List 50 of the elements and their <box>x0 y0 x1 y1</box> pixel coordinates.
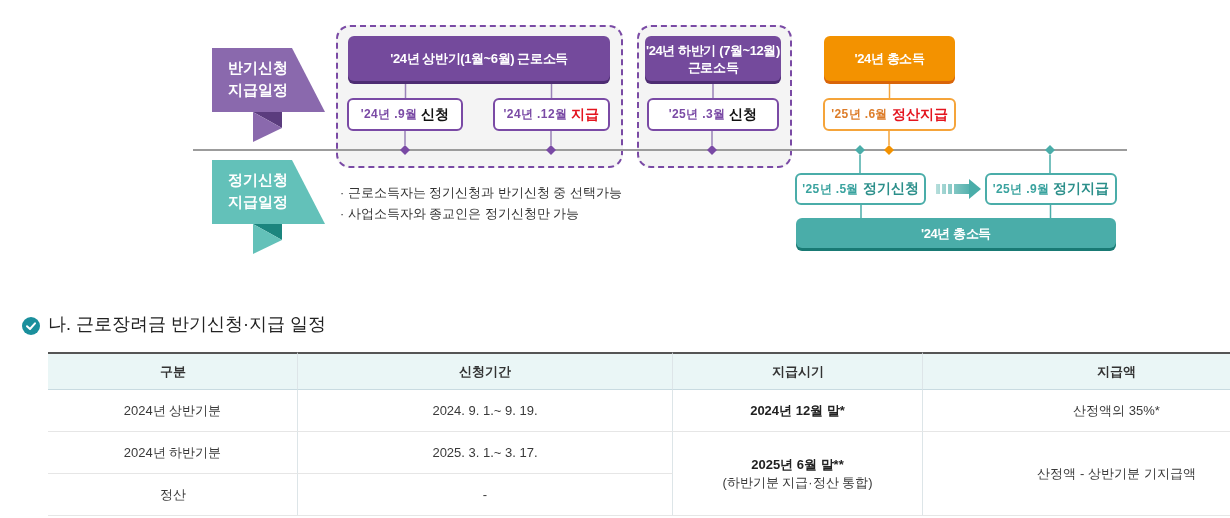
section-heading: 나. 근로장려금 반기신청·지급 일정 <box>48 313 326 336</box>
note-text: · 사업소득자와 종교인은 정기신청만 가능 <box>340 206 580 223</box>
status-text: 정기신청 <box>862 180 919 198</box>
date-text: '25년 .3월 <box>668 106 726 123</box>
table-cell: 2024년 상반기분 <box>48 390 298 432</box>
date-text: '24년 .12월 <box>503 106 568 123</box>
date-box <box>985 173 1117 205</box>
date-box <box>347 98 463 131</box>
date-text: '25년 .9월 <box>992 180 1050 198</box>
connector-line <box>860 204 862 219</box>
date-text: '24년 .9월 <box>360 106 418 123</box>
status-text: 신청 <box>729 105 758 124</box>
connector-line <box>711 130 713 146</box>
table-header-cell: 지급시기 <box>673 352 923 390</box>
status-text: 정기지급 <box>1053 180 1110 198</box>
table-header-cell: 구분 <box>48 352 298 390</box>
connector-line <box>550 130 552 146</box>
banner-text: 정기신청 지급일정 <box>227 170 289 212</box>
status-text: 지급 <box>571 105 600 124</box>
date-box <box>795 173 926 205</box>
connector-line <box>859 154 861 174</box>
connector-line <box>1049 204 1052 219</box>
connector-line <box>404 130 406 146</box>
header-box: '24년 하반기 (7월~12월) 근로소득 <box>645 36 781 81</box>
connector-line <box>1049 154 1051 174</box>
banner-text: 반기신청 지급일정 <box>227 58 289 100</box>
date-box <box>823 98 956 131</box>
table-cell: 2024년 하반기분 <box>48 432 298 474</box>
header-box: '24년 상반기(1월~6월) 근로소득 <box>348 36 610 81</box>
date-box <box>493 98 610 131</box>
date-text: '25년 .5월 <box>802 180 859 198</box>
cell-text: 2025년 6월 말** <box>751 455 844 474</box>
status-text: 신청 <box>421 105 450 124</box>
table-cell: 2025. 3. 1.~ 3. 17. <box>298 432 673 474</box>
table-header-cell: 지급액 <box>923 352 1230 390</box>
connector-line <box>888 130 890 146</box>
status-text: 정산지급 <box>891 105 948 124</box>
table-cell: - <box>298 474 673 516</box>
cell-note: (하반기분 지급·정산 통합) <box>722 473 873 492</box>
date-text: '25년 .6월 <box>831 106 888 123</box>
total-bar: '24년 총소득 <box>796 218 1116 248</box>
dashed-frame <box>637 25 792 168</box>
table-cell: 정산 <box>48 474 298 516</box>
table-header-cell: 신청기간 <box>298 352 673 390</box>
header-box: '24년 총소득 <box>824 36 955 81</box>
table-cell: 2024. 9. 1.~ 9. 19. <box>298 390 673 432</box>
note-text: · 근로소득자는 정기신청과 반기신청 중 선택가능 <box>340 185 622 202</box>
table-cell: 2024년 12월 말* <box>673 390 923 432</box>
date-box <box>647 98 779 131</box>
dashed-frame <box>336 25 623 168</box>
